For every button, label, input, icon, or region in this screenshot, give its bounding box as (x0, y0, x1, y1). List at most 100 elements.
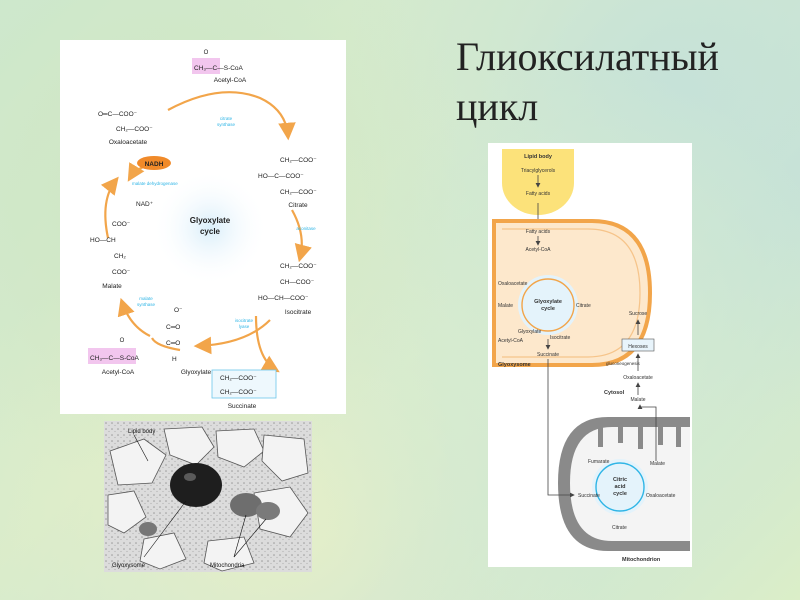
fatty-acids-top-label: Fatty acids (526, 191, 551, 197)
glyoxylate-line3: C═O (166, 340, 180, 347)
cell-glyoxylate-label: Glyoxylate (518, 329, 542, 335)
glyoxylate-cycle-center (518, 275, 578, 335)
isocitrate-line1: CH₂—COO⁻ (280, 263, 317, 270)
acetyl-bottom-label: Acetyl-CoA (102, 369, 135, 376)
lipid-bodies (107, 426, 309, 572)
citric-line2: acid (614, 484, 625, 490)
cell-malate-label: Malate (498, 303, 513, 309)
glyoxylate-line1: O⁻ (174, 307, 183, 314)
citrate-line1: CH₂—COO⁻ (280, 157, 317, 164)
title-line-2: цикл (456, 84, 539, 129)
mitochondrion-label: Mitochondrion (622, 557, 661, 563)
acetyl-top-highlight (192, 58, 220, 74)
acetyl-top-o: O (204, 50, 209, 56)
enzyme-isocitrate-lyase-2: lyase (239, 324, 250, 329)
enzyme-malate-synthase-2: synthase (137, 302, 156, 307)
malate-line1: COO⁻ (112, 221, 131, 228)
enzyme-malate-dh: malate dehydrogenase (132, 181, 178, 186)
cell-svg: Lipid body Triacylglycerols Fatty acids … (492, 149, 690, 563)
fumarate-label: Fumarate (588, 459, 610, 465)
electron-micrograph: Lipid body Glyoxysome Mitochondria (104, 421, 312, 572)
transport-arrows (547, 359, 657, 498)
arrow-isocitrate-lyase (193, 319, 271, 355)
arrow-acetyl-join (151, 337, 181, 352)
mitochondrion-2 (256, 502, 280, 520)
acetyl-bottom-highlight (88, 348, 136, 364)
sucrose-label: Sucrose (629, 311, 648, 317)
arrow-succinate (254, 315, 280, 373)
micro-lipid-body-label: Lipid body (128, 429, 155, 435)
cycle-center-glow (152, 170, 268, 286)
nadh-label: NADH (145, 161, 164, 168)
gluconeogenesis-label: gluconeogenesis (606, 361, 641, 366)
mitochondrion-1 (230, 493, 262, 517)
glyoxylate-label: Glyoxylate (181, 369, 212, 376)
oxaloacetate-label: Oxaloacetate (109, 139, 148, 146)
cycle-arrows (100, 91, 312, 373)
arrow-citrate-synthase (167, 91, 296, 141)
micro-mitochondria-label: Mitochondria (210, 563, 245, 569)
citrate-line2: HO—C—COO⁻ (258, 173, 304, 180)
citric-acid-cycle-center (592, 459, 648, 515)
acetyl-coa-top-label: Acetyl-CoA (525, 247, 551, 253)
arrow-aconitase (291, 209, 312, 263)
citrate-line3: CH₂—COO⁻ (280, 189, 317, 196)
malate-line4: COO⁻ (112, 269, 131, 276)
slide-title: Глиоксилатный цикл (456, 32, 786, 132)
hexoses-label: Hexoses (628, 344, 648, 350)
cell-lipid-body-label: Lipid body (524, 154, 553, 160)
micrograph-svg: Lipid body Glyoxysome Mitochondria (104, 421, 312, 572)
cell-compartment-diagram: Lipid body Triacylglycerols Fatty acids … (488, 143, 692, 567)
acetyl-bottom-o: O (120, 338, 125, 344)
enzyme-isocitrate-lyase-1: isocitrate (235, 318, 254, 323)
cell-cycle-line2: cycle (541, 306, 555, 312)
mito-citrate-label: Citrate (612, 525, 627, 531)
fatty-acids-label: Fatty acids (526, 229, 551, 235)
cytosol-malate-label: Malate (630, 397, 645, 403)
cell-citrate-label: Citrate (576, 303, 591, 309)
nad-label: NAD⁺ (136, 201, 154, 208)
cell-acetyl-coa-bottom-label: Acetyl-CoA (498, 338, 524, 344)
succinate-line1: CH₂—COO⁻ (220, 375, 257, 382)
citric-cycle-ring (595, 462, 645, 512)
oxaloacetate-line1: O═C—COO⁻ (98, 111, 138, 118)
cycle-center-line1: Glyoxylate (190, 216, 231, 225)
acetyl-top-formula: CH₃—C—S-CoA (194, 65, 244, 72)
malate-line3: CH₂ (114, 253, 126, 260)
triacylglycerols-label: Triacylglycerols (521, 168, 556, 174)
succinate-label: Succinate (228, 403, 257, 410)
mito-malate-label: Malate (650, 461, 665, 467)
malate-line2: HO—CH (90, 237, 116, 244)
cell-oxaloacetate-label: Oxaloacetate (498, 281, 528, 287)
enzyme-citrate-synthase-1: citrate (220, 116, 233, 121)
cell-isocitrate-label: Isocitrate (550, 335, 571, 341)
title-line-1: Глиоксилатный (456, 34, 719, 79)
arrow-malate-dh (100, 176, 119, 239)
arrow-malate-synthase (117, 297, 151, 337)
glyoxylate-cycle-diagram: Glyoxylate cycle O CH₃—C—S-CoA Acetyl-Co… (60, 40, 346, 414)
hexoses-box (621, 338, 655, 352)
citric-line3: cycle (613, 491, 627, 497)
mito-oxaloacetate-label: Oxaloacetate (646, 493, 676, 499)
citrate-label: Citrate (288, 202, 308, 209)
mitochondrion-3 (139, 522, 157, 536)
cycle-svg: Glyoxylate cycle O CH₃—C—S-CoA Acetyl-Co… (88, 50, 317, 410)
acetyl-top-label: Acetyl-CoA (214, 77, 247, 84)
micro-glyoxysome-label: Glyoxysome (112, 563, 146, 569)
cytosol-oxaloacetate-label: Oxaloacetate (623, 375, 653, 381)
cytosol-label: Cytosol (604, 390, 625, 396)
isocitrate-label: Isocitrate (285, 309, 312, 316)
mito-succinate-label: Succinate (578, 493, 600, 499)
oxaloacetate-line2: CH₂—COO⁻ (116, 126, 153, 133)
enzyme-citrate-synthase-2: synthase (217, 122, 236, 127)
glyoxysome-organelle (170, 463, 222, 507)
glyoxylate-line4: H (172, 356, 177, 363)
isocitrate-line2: CH—COO⁻ (280, 279, 315, 286)
citric-line1: Citric (613, 477, 627, 483)
acetyl-bottom-formula: CH₃—C—S-CoA (90, 355, 140, 362)
nadh-badge (137, 156, 171, 170)
isocitrate-line3: HO—CH—COO⁻ (258, 295, 309, 302)
cycle-center-line2: cycle (200, 227, 221, 236)
glyoxylate-line2: C═O (166, 324, 180, 331)
cell-succinate-glyoxysome-label: Succinate (537, 352, 559, 358)
